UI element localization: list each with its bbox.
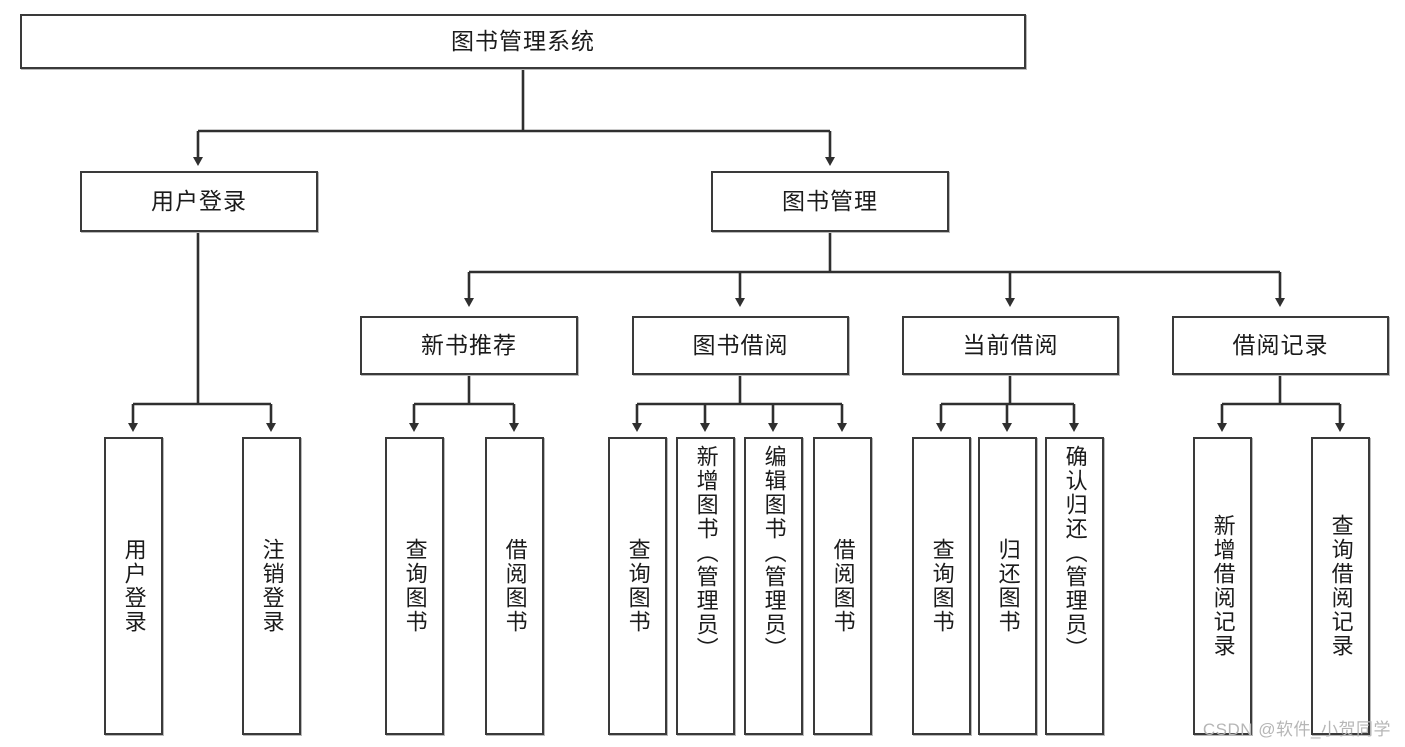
node-leaf-logout-login[interactable]: 注销登录 xyxy=(242,437,301,735)
node-leaf-edit-book[interactable]: 编辑图书（管理员） xyxy=(744,437,803,735)
node-book-borrow[interactable]: 图书借阅 xyxy=(632,316,849,375)
node-new-book-recommend[interactable]: 新书推荐 xyxy=(360,316,578,375)
node-leaf-query-book-1[interactable]: 查询图书 xyxy=(385,437,444,735)
watermark-text: CSDN @软件_小贺同学 xyxy=(1202,720,1391,739)
node-borrow-record[interactable]: 借阅记录 xyxy=(1172,316,1389,375)
node-label: 借阅图书 xyxy=(830,538,856,634)
node-label: 查询图书 xyxy=(929,538,955,634)
node-leaf-borrow-book-1[interactable]: 借阅图书 xyxy=(485,437,544,735)
node-label: 图书借阅 xyxy=(692,332,789,359)
node-leaf-add-book[interactable]: 新增图书（管理员） xyxy=(676,437,735,735)
node-label: 注销登录 xyxy=(259,538,285,634)
node-label: 新增借阅记录 xyxy=(1210,514,1236,658)
node-label: 用户登录 xyxy=(121,538,147,634)
node-current-borrow[interactable]: 当前借阅 xyxy=(902,316,1119,375)
node-book-management[interactable]: 图书管理 xyxy=(711,171,949,232)
node-label: 归还图书 xyxy=(995,538,1021,634)
node-label: 查询图书 xyxy=(625,538,651,634)
node-label: 用户登录 xyxy=(151,188,247,215)
node-label: 新增图书（管理员） xyxy=(693,445,719,661)
node-leaf-borrow-book-2[interactable]: 借阅图书 xyxy=(813,437,872,735)
node-label: 查询图书 xyxy=(402,538,428,634)
node-label: 借阅图书 xyxy=(502,538,528,634)
node-leaf-add-record[interactable]: 新增借阅记录 xyxy=(1193,437,1252,735)
node-label: 查询借阅记录 xyxy=(1328,514,1354,658)
node-label: 图书管理 xyxy=(782,188,878,215)
node-user-login[interactable]: 用户登录 xyxy=(80,171,318,232)
node-leaf-user-login[interactable]: 用户登录 xyxy=(104,437,163,735)
node-leaf-query-record[interactable]: 查询借阅记录 xyxy=(1311,437,1370,735)
node-label: 确认归还（管理员） xyxy=(1062,445,1088,661)
node-leaf-return-book[interactable]: 归还图书 xyxy=(978,437,1037,735)
node-label: 编辑图书（管理员） xyxy=(761,445,787,661)
node-label: 新书推荐 xyxy=(421,332,517,359)
node-leaf-query-book-3[interactable]: 查询图书 xyxy=(912,437,971,735)
node-leaf-query-book-2[interactable]: 查询图书 xyxy=(608,437,667,735)
node-leaf-confirm-return[interactable]: 确认归还（管理员） xyxy=(1045,437,1104,735)
node-label: 图书管理系统 xyxy=(451,28,595,55)
node-label: 借阅记录 xyxy=(1232,332,1329,359)
node-root-system[interactable]: 图书管理系统 xyxy=(20,14,1026,69)
node-label: 当前借阅 xyxy=(962,332,1059,359)
